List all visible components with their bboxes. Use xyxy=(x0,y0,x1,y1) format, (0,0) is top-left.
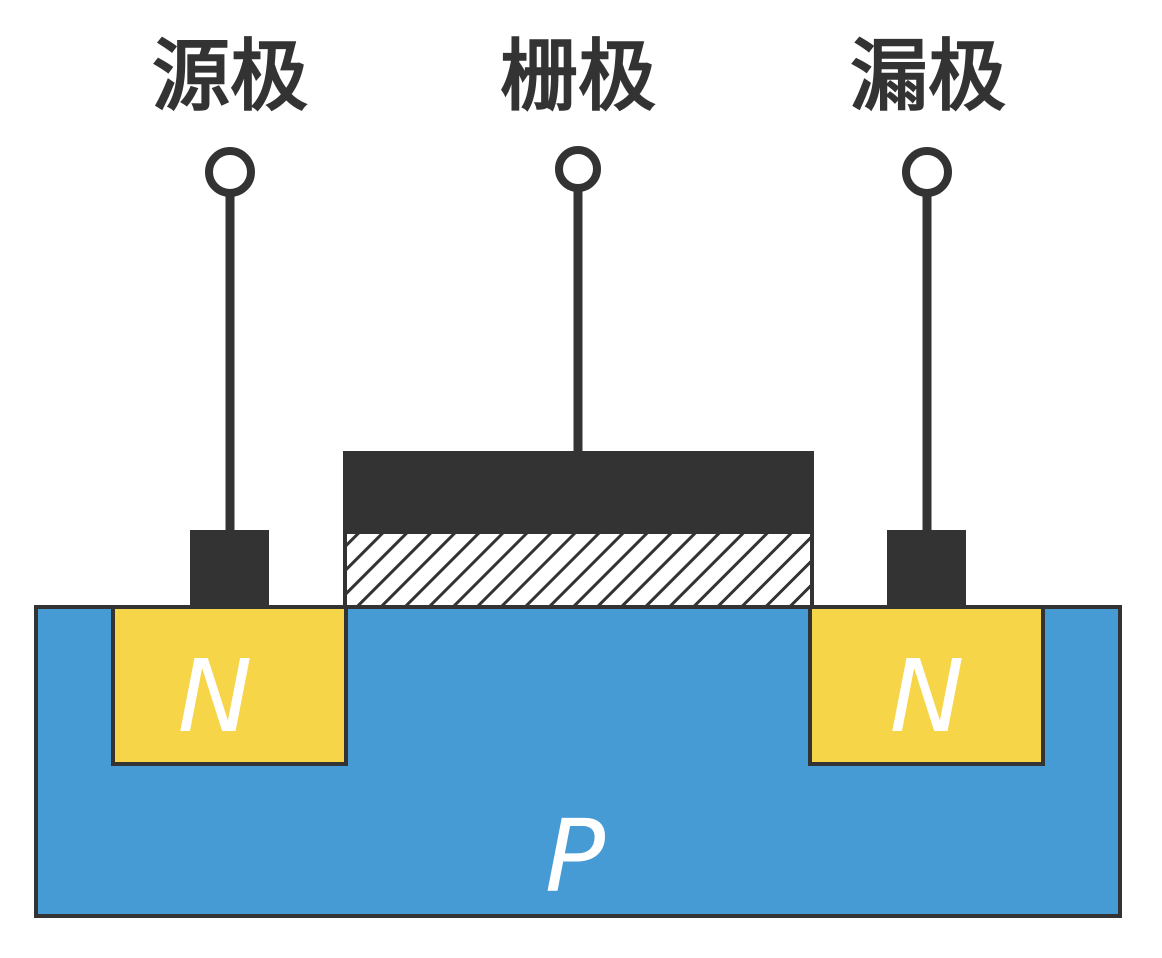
drain-terminal-node xyxy=(902,147,952,197)
source-terminal-label: 源极 xyxy=(152,32,308,122)
drain-n-label: N xyxy=(890,638,965,755)
source-n-label: N xyxy=(178,638,253,755)
substrate-p-label: P xyxy=(545,798,606,915)
source-metal-contact xyxy=(190,530,269,609)
gate-metal-electrode xyxy=(343,451,814,534)
gate-terminal-label: 栅极 xyxy=(500,32,656,122)
drain-n-region xyxy=(808,605,1045,766)
source-terminal-node xyxy=(205,147,255,197)
drain-terminal-label: 漏极 xyxy=(850,32,1006,122)
drain-metal-contact xyxy=(887,530,966,609)
gate-oxide-layer xyxy=(343,530,814,609)
gate-terminal-node xyxy=(555,146,601,192)
